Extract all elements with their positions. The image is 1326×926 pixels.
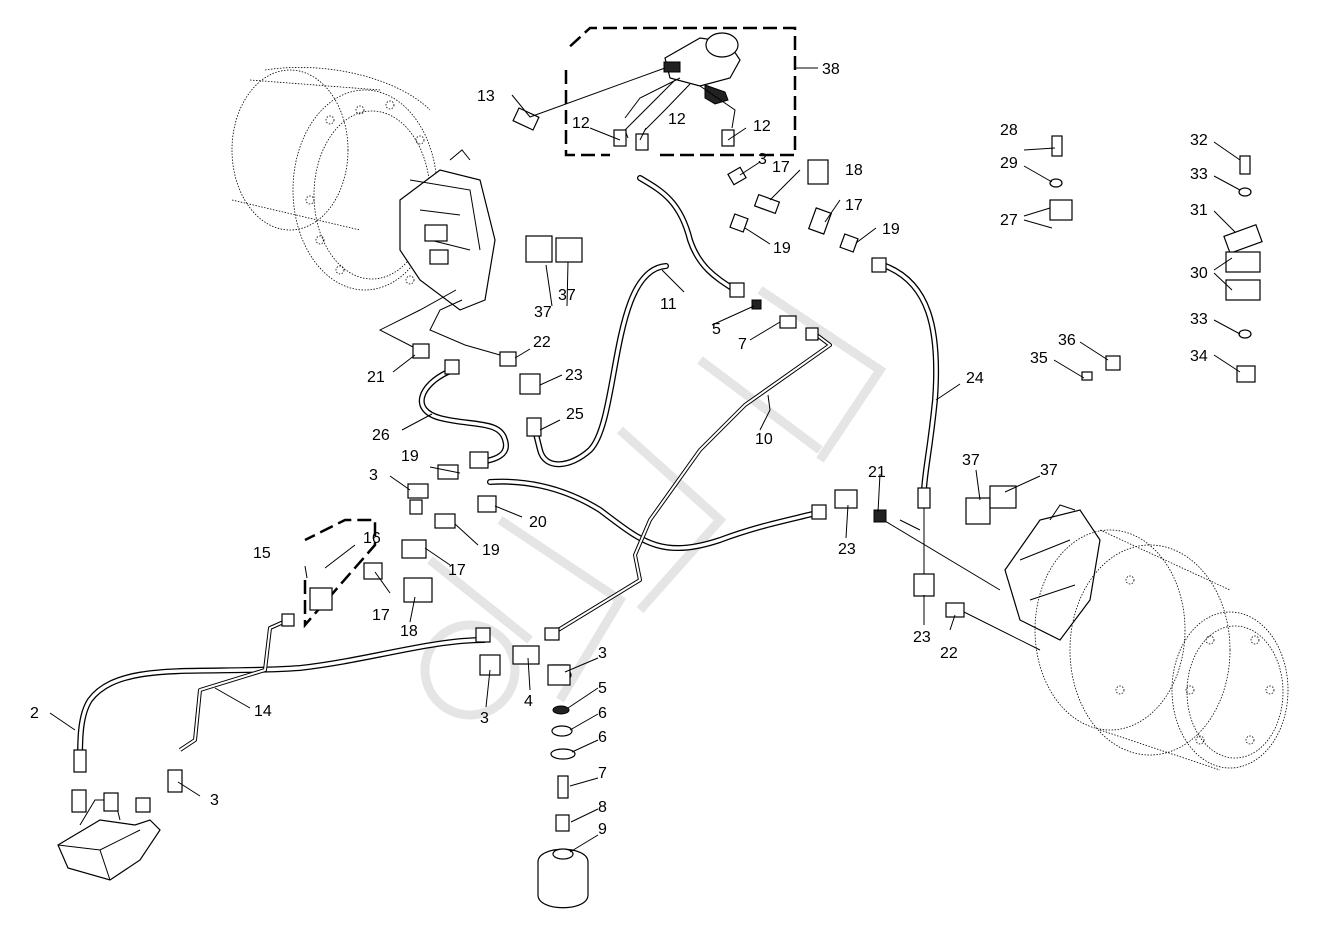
callout-5: 5 — [712, 321, 721, 338]
callout-37: 37 — [534, 304, 552, 321]
callout-23: 23 — [913, 629, 931, 646]
callout-19: 19 — [773, 240, 791, 257]
callout-6: 6 — [598, 729, 607, 746]
valve-group-boundary-15 — [303, 518, 377, 629]
callout-33: 33 — [1190, 166, 1208, 183]
callout-32: 32 — [1190, 132, 1208, 149]
callout-22: 22 — [940, 645, 958, 662]
callout-16: 16 — [363, 530, 381, 547]
callout-19: 19 — [401, 448, 419, 465]
callout-23: 23 — [565, 367, 583, 384]
callout-7: 7 — [598, 765, 607, 782]
callout-12: 12 — [753, 118, 771, 135]
callout-19: 19 — [482, 542, 500, 559]
callout-4: 4 — [524, 693, 533, 710]
callout-17: 17 — [845, 197, 863, 214]
callout-23: 23 — [838, 541, 856, 558]
callout-3: 3 — [598, 645, 607, 662]
callout-11: 11 — [660, 296, 677, 313]
callout-3: 3 — [480, 710, 489, 727]
callout-29: 29 — [1000, 155, 1018, 172]
callout-37: 37 — [1040, 462, 1058, 479]
callout-10: 10 — [755, 431, 773, 448]
fittings — [73, 107, 1263, 793]
valve-group-boundary-38 — [564, 26, 797, 157]
callout-22: 22 — [533, 334, 551, 351]
callout-9: 9 — [598, 821, 607, 838]
callout-3: 3 — [758, 151, 767, 168]
left-travel-motor — [231, 67, 496, 311]
brake-valve-assembly — [624, 32, 741, 139]
control-valve-block — [57, 789, 161, 881]
callout-6: 6 — [598, 705, 607, 722]
callout-28: 28 — [1000, 122, 1018, 139]
callout-30: 30 — [1190, 265, 1208, 282]
callout-3: 3 — [369, 467, 378, 484]
leader-lines — [49, 67, 1241, 853]
rigid-pipes — [178, 328, 832, 752]
callout-37: 37 — [558, 287, 576, 304]
callout-15: 15 — [253, 545, 271, 562]
callout-19: 19 — [882, 221, 900, 238]
watermark-logo — [420, 286, 887, 720]
callout-2: 2 — [30, 705, 39, 722]
callout-17: 17 — [372, 607, 390, 624]
callout-37: 37 — [962, 452, 980, 469]
callout-38: 38 — [822, 61, 840, 78]
callout-36: 36 — [1058, 332, 1076, 349]
callout-33: 33 — [1190, 311, 1208, 328]
callout-12: 12 — [668, 111, 686, 128]
callout-27: 27 — [1000, 212, 1018, 229]
callout-7: 7 — [738, 336, 747, 353]
callout-24: 24 — [966, 370, 984, 387]
callout-14: 14 — [254, 703, 272, 720]
callout-8: 8 — [598, 799, 607, 816]
callout-13: 13 — [477, 88, 495, 105]
callout-25: 25 — [566, 406, 584, 423]
callout-26: 26 — [372, 427, 390, 444]
callout-17: 17 — [772, 159, 790, 176]
callout-labels: 38 13 12 12 12 3 17 18 17 19 19 11 5 7 3… — [30, 61, 1208, 838]
callout-20: 20 — [529, 514, 547, 531]
callout-3: 3 — [210, 792, 219, 809]
callout-18: 18 — [845, 162, 863, 179]
right-travel-motor — [1004, 504, 1289, 771]
callout-17: 17 — [448, 562, 466, 579]
callout-31: 31 — [1190, 202, 1208, 219]
callout-21: 21 — [868, 464, 886, 481]
callout-5: 5 — [598, 680, 607, 697]
thin-lines — [378, 289, 1041, 651]
callout-21: 21 — [367, 369, 385, 386]
callout-34: 34 — [1190, 348, 1208, 365]
callout-18: 18 — [400, 623, 418, 640]
callout-35: 35 — [1030, 350, 1048, 367]
callout-12: 12 — [572, 115, 590, 132]
hoses — [77, 175, 940, 763]
